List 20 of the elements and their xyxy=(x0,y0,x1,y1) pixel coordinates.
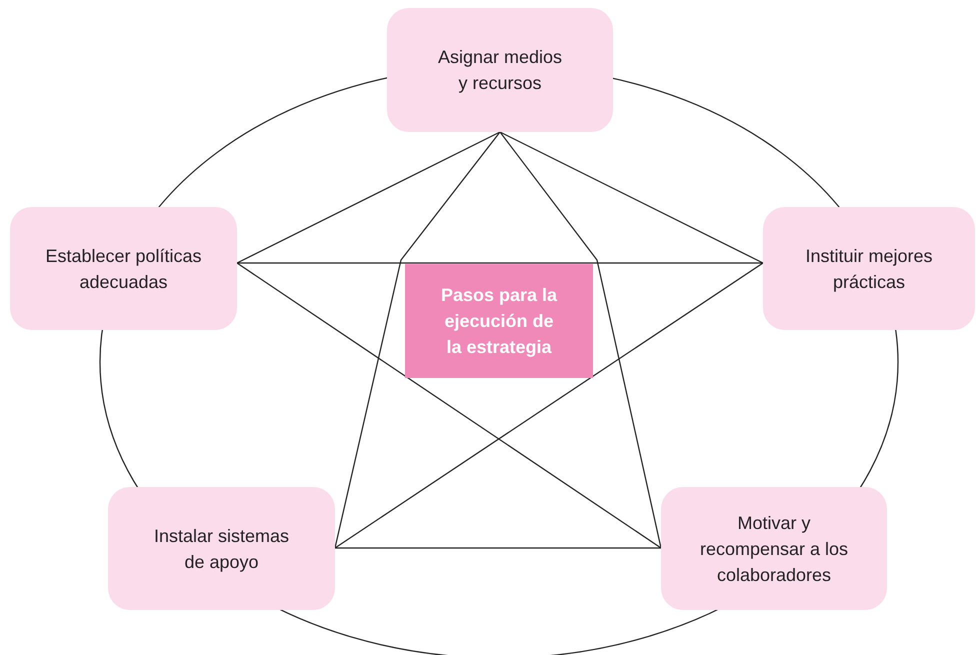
connector-line xyxy=(335,547,661,549)
connector-line xyxy=(236,131,500,264)
connector-line xyxy=(236,262,662,548)
step-box xyxy=(661,487,887,610)
step-box xyxy=(387,8,613,132)
connector-line xyxy=(237,262,763,264)
connector-line xyxy=(334,132,500,548)
box-text: Instituir mejores prácticas xyxy=(804,244,934,294)
box-text: Motivar y recompensar a los colaboradores xyxy=(698,512,850,586)
center-box xyxy=(405,264,593,378)
step-box xyxy=(763,207,975,330)
step-box xyxy=(10,207,237,330)
box-text: Asignar medios y recursos xyxy=(436,46,564,95)
connector-line xyxy=(500,132,662,548)
connector-line xyxy=(334,262,764,548)
box-text: Establecer políticas adecuadas xyxy=(44,244,203,294)
step-box xyxy=(108,487,335,610)
box-text: Instalar sistemas de apoyo xyxy=(152,524,290,574)
connector-line xyxy=(500,131,764,264)
box-text: Pasos para la ejecución de la estrategia xyxy=(440,284,558,359)
